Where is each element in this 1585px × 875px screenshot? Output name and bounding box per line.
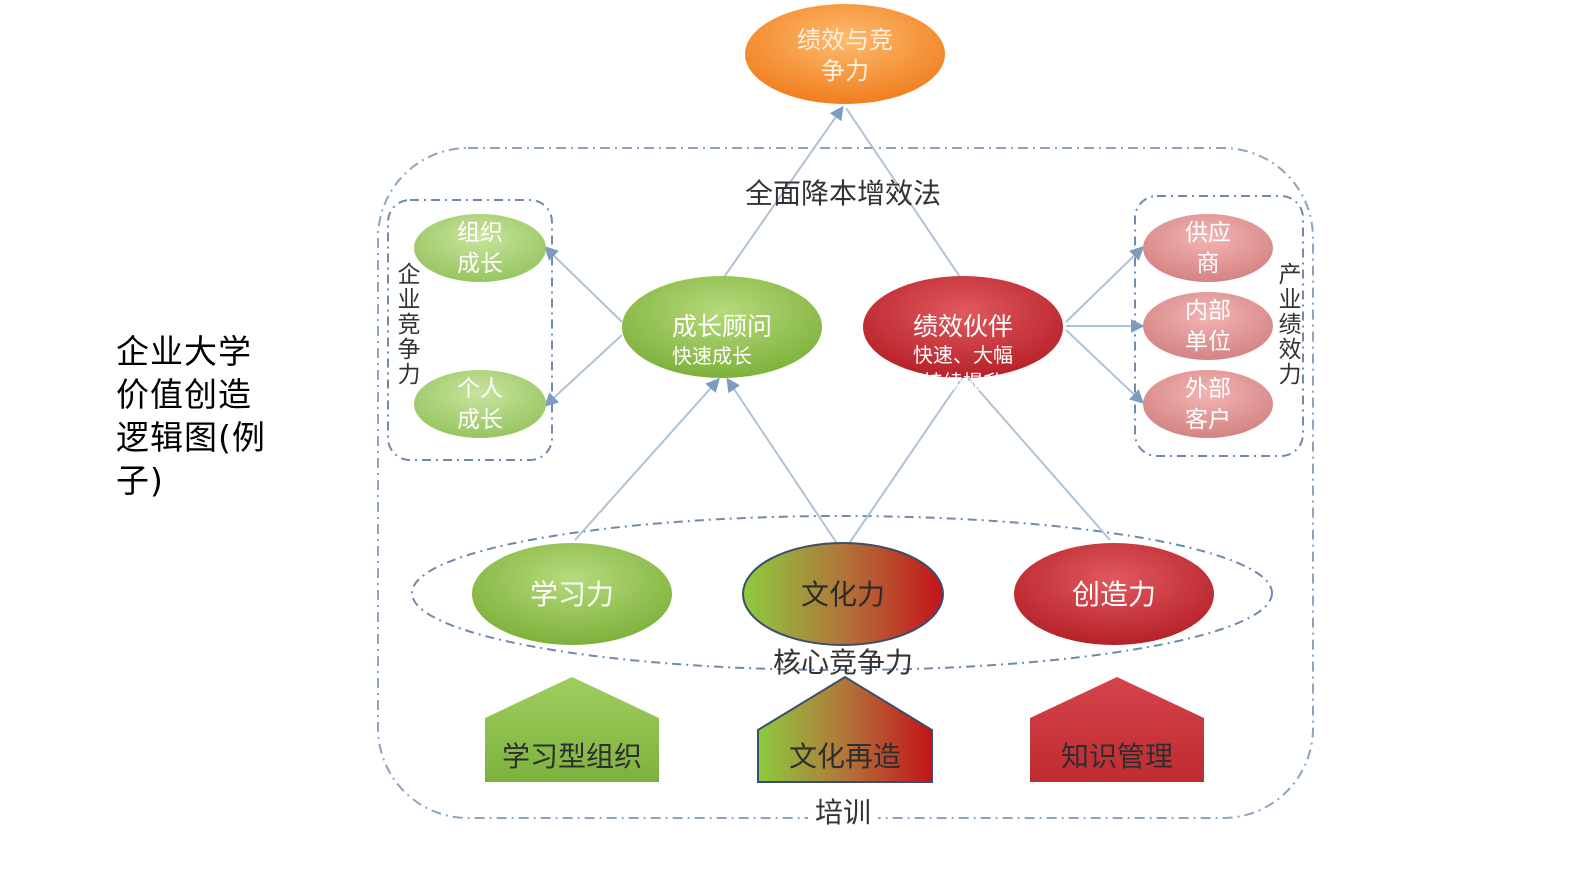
connectors bbox=[543, 105, 1145, 546]
learning-power-ellipse bbox=[472, 543, 672, 645]
learning-power-label: 学习力 bbox=[530, 578, 614, 611]
external-client-ellipse bbox=[1143, 370, 1273, 438]
org-growth-line1: 组织 bbox=[457, 220, 503, 246]
left-group-label: 企业竞争力 bbox=[393, 262, 421, 387]
performance-partner-title: 绩效伙伴 bbox=[913, 312, 1013, 341]
personal-growth-line1: 个人 bbox=[457, 376, 503, 402]
culture-power-ellipse bbox=[742, 542, 944, 646]
goal-line2: 争力 bbox=[821, 57, 869, 85]
side-title-line: 价值创造 bbox=[116, 375, 252, 414]
performance-partner-subtitle-2: 持续提升 bbox=[923, 370, 1003, 394]
growth-advisor-subtitle: 快速成长 bbox=[672, 344, 752, 368]
external-client-line1: 外部 bbox=[1185, 376, 1231, 402]
supplier-line2: 商 bbox=[1197, 251, 1220, 277]
supplier-ellipse bbox=[1143, 214, 1273, 282]
goal-line1: 绩效与竞 bbox=[797, 26, 893, 54]
personal-growth-ellipse bbox=[414, 370, 546, 438]
goal-ellipse bbox=[745, 4, 945, 104]
bottom-label: 培训 bbox=[815, 796, 871, 829]
creativity-ellipse bbox=[1014, 543, 1214, 645]
core-label: 核心竞争力 bbox=[773, 646, 913, 679]
org-growth-line2: 成长 bbox=[457, 251, 503, 277]
left-group-box bbox=[387, 199, 553, 461]
creativity-label: 创造力 bbox=[1072, 578, 1156, 611]
performance-partner-ellipse bbox=[863, 276, 1063, 378]
outer-container bbox=[377, 147, 1314, 819]
knowledge-mgmt-house bbox=[1030, 677, 1204, 782]
side-title-line: 企业大学 bbox=[116, 332, 252, 371]
learning-org-label: 学习型组织 bbox=[502, 740, 642, 773]
side-title: 企业大学价值创造逻辑图(例子) bbox=[116, 330, 286, 502]
personal-growth-line2: 成长 bbox=[457, 407, 503, 433]
supplier-line1: 供应 bbox=[1185, 220, 1231, 246]
internal-unit-ellipse bbox=[1143, 292, 1273, 360]
outer-label: 全面降本增效法 bbox=[745, 177, 941, 210]
right-group-label: 产业绩效力 bbox=[1274, 262, 1302, 387]
org-growth-ellipse bbox=[414, 214, 546, 282]
bottom-label-bg bbox=[808, 796, 878, 830]
core-ellipse bbox=[411, 515, 1273, 671]
external-client-line2: 客户 bbox=[1185, 407, 1231, 433]
growth-advisor-title: 成长顾问 bbox=[672, 312, 772, 341]
culture-rebuild-label: 文化再造 bbox=[789, 740, 901, 773]
internal-unit-line2: 单位 bbox=[1185, 329, 1231, 355]
knowledge-mgmt-label: 知识管理 bbox=[1061, 740, 1173, 773]
growth-advisor-ellipse bbox=[622, 276, 822, 378]
internal-unit-line1: 内部 bbox=[1185, 298, 1231, 324]
culture-power-label: 文化力 bbox=[801, 578, 885, 611]
learning-org-house bbox=[485, 677, 659, 782]
side-title-line: 子) bbox=[116, 461, 164, 500]
performance-partner-subtitle-1: 快速、大幅 bbox=[913, 343, 1013, 367]
side-title-line: 逻辑图(例 bbox=[116, 418, 266, 457]
culture-rebuild-house bbox=[757, 675, 933, 783]
